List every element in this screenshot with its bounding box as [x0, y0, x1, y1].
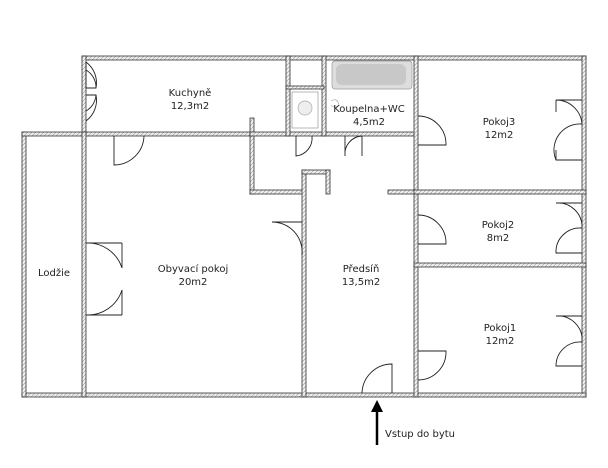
room-name: Kuchyně	[168, 88, 212, 99]
doors	[85, 61, 583, 394]
room-pokoj3: Pokoj3 12m2	[483, 116, 516, 142]
room-name: Obyvací pokoj	[157, 264, 229, 275]
room-area: 12m2	[485, 336, 515, 347]
room-area: 12,3m2	[170, 101, 210, 112]
room-area: 20m2	[178, 277, 208, 288]
room-hall: Předsíň 13,5m2	[342, 263, 380, 289]
room-name: Lodžie	[37, 268, 71, 279]
room-area: 8m2	[486, 233, 510, 244]
fixtures	[291, 60, 413, 129]
room-pokoj1: Pokoj1 12m2	[484, 322, 517, 348]
room-area: 12m2	[484, 130, 514, 141]
room-loggia: Lodžie	[38, 267, 70, 280]
room-name: Pokoj1	[483, 323, 517, 334]
room-name: Předsíň	[342, 264, 380, 275]
sink-icon	[330, 99, 340, 108]
walls	[21, 55, 587, 398]
entrance-label: Vstup do bytu	[384, 429, 456, 440]
room-living: Obyvací pokoj 20m2	[158, 263, 228, 289]
room-name: Pokoj3	[482, 117, 516, 128]
entrance-arrow	[371, 400, 383, 445]
room-area: 4,5m2	[352, 117, 386, 128]
room-pokoj2: Pokoj2 8m2	[482, 219, 515, 245]
room-bathroom: Koupelna+WC 4,5m2	[333, 103, 405, 129]
room-kitchen: Kuchyně 12,3m2	[169, 87, 212, 113]
room-name: Koupelna+WC	[333, 104, 405, 115]
room-name: Pokoj2	[481, 220, 515, 231]
room-area: 13,5m2	[341, 277, 381, 288]
